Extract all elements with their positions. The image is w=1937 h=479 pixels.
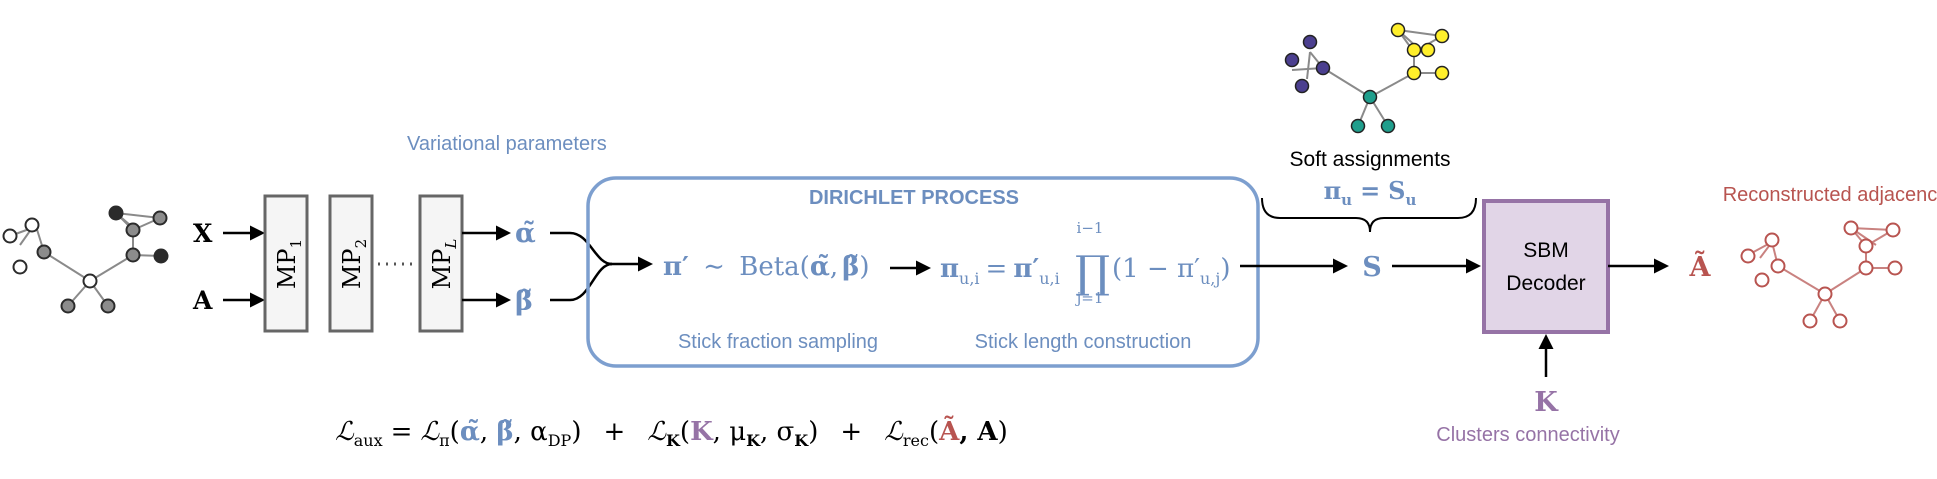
graph-node bbox=[12, 259, 28, 275]
graph-node bbox=[152, 210, 168, 226]
graph-node bbox=[2, 228, 18, 244]
svg-text:MPL: MPL bbox=[428, 239, 460, 290]
mp-layer-1-label: MP bbox=[273, 248, 301, 289]
mp-layer-l-sub: L bbox=[442, 239, 460, 250]
graph-node bbox=[153, 248, 169, 264]
graph-node bbox=[24, 217, 40, 233]
reconstructed-node bbox=[1817, 286, 1833, 302]
reconstructed-graph bbox=[1740, 220, 1903, 329]
sbm-decoder-box bbox=[1482, 199, 1610, 334]
graph-node bbox=[82, 273, 98, 289]
reconstructed-node bbox=[1754, 272, 1770, 288]
stick-fraction-caption: Stick fraction sampling bbox=[678, 331, 878, 353]
cluster-node-teal bbox=[1362, 89, 1378, 105]
cluster-node-yellow bbox=[1390, 22, 1406, 38]
merge-curve-beta bbox=[550, 262, 613, 302]
input-a-label: A bbox=[192, 286, 213, 315]
svg-text:j=1: j=1 bbox=[1075, 289, 1104, 307]
cluster-node-yellow bbox=[1406, 42, 1422, 58]
reconstructed-node bbox=[1802, 313, 1818, 329]
stick-length-caption: Stick length construction bbox=[975, 331, 1192, 353]
svg-text:πu,i=π′u,i: πu,i=π′u,i bbox=[940, 254, 1060, 288]
graph-node bbox=[125, 222, 141, 238]
cluster-node-yellow bbox=[1406, 65, 1422, 81]
clusters-connectivity-label: Clusters connectivity bbox=[1436, 424, 1619, 446]
graph-node bbox=[125, 247, 141, 263]
graph-node bbox=[36, 244, 52, 260]
sbm-decoder-line1: SBM bbox=[1523, 239, 1569, 262]
k-symbol: K bbox=[1534, 387, 1559, 418]
reconstructed-node bbox=[1885, 222, 1901, 238]
mp-layer-1-sub: 1 bbox=[287, 239, 305, 249]
reconstructed-node bbox=[1858, 238, 1874, 254]
stick-fraction-formula: π′ ∼ Beta(α̃,β̃) bbox=[663, 252, 870, 282]
mp-layer-2-label: MP bbox=[338, 248, 366, 289]
cluster-node-purple bbox=[1302, 34, 1318, 50]
svg-text:(1 − π′u,j): (1 − π′u,j) bbox=[1112, 254, 1231, 288]
cluster-node-teal bbox=[1350, 118, 1366, 134]
svg-text:∏: ∏ bbox=[1075, 247, 1110, 298]
stick-length-formula: πu,i=π′u,i ∏ i−1 j=1 (1 − π′u,j) bbox=[940, 219, 1231, 307]
cluster-node-yellow bbox=[1420, 42, 1436, 58]
graph-node bbox=[60, 298, 76, 314]
reconstructed-node bbox=[1887, 260, 1903, 276]
s-symbol: S bbox=[1362, 252, 1382, 283]
svg-text:MP2: MP2 bbox=[338, 239, 370, 289]
mp-layer-2: MP2 bbox=[328, 194, 374, 333]
mp-layer-2-sub: 2 bbox=[352, 239, 370, 249]
reconstructed-node bbox=[1770, 258, 1786, 274]
cluster-node-yellow bbox=[1434, 28, 1450, 44]
mp-layer-1: MP1 bbox=[263, 194, 309, 333]
reconstructed-adjacency-label: Reconstructed adjacency bbox=[1723, 184, 1937, 206]
alpha-tilde: α̃ bbox=[515, 218, 536, 249]
mp-layer-l-label: MP bbox=[428, 249, 456, 290]
reconstructed-node bbox=[1740, 248, 1756, 264]
reconstructed-node bbox=[1764, 232, 1780, 248]
a-tilde-output: Ã bbox=[1689, 250, 1712, 283]
soft-assignments-brace bbox=[1261, 197, 1477, 233]
dirichlet-title: DIRICHLET PROCESS bbox=[809, 187, 1019, 209]
input-x-label: X bbox=[193, 219, 213, 248]
soft-assignments-formula: πu=Su bbox=[1324, 176, 1417, 209]
clustered-graph bbox=[1284, 22, 1450, 134]
cluster-node-teal bbox=[1380, 118, 1396, 134]
input-graph bbox=[2, 205, 169, 314]
variational-title: Variational parameters bbox=[407, 133, 607, 155]
merge-curve-alpha bbox=[550, 231, 613, 266]
cluster-node-purple bbox=[1294, 78, 1310, 94]
reconstructed-node bbox=[1843, 220, 1859, 236]
svg-text:MP1: MP1 bbox=[273, 239, 305, 289]
beta-tilde: β̃ bbox=[515, 286, 533, 317]
reconstructed-node bbox=[1832, 313, 1848, 329]
cluster-node-purple bbox=[1284, 52, 1300, 68]
cluster-node-purple bbox=[1315, 60, 1331, 76]
cluster-node-yellow bbox=[1434, 65, 1450, 81]
graph-node bbox=[108, 205, 124, 221]
dirichlet-process-box bbox=[586, 176, 1260, 368]
graph-node bbox=[100, 298, 116, 314]
svg-text:i−1: i−1 bbox=[1077, 219, 1104, 237]
loss-formula: ℒaux=ℒπ(α̃, β̃, αDP)+ℒK(K, μK, σK)+ℒrec(… bbox=[335, 415, 1008, 450]
sbm-decoder-line2: Decoder bbox=[1506, 272, 1585, 295]
reconstructed-node bbox=[1858, 260, 1874, 276]
soft-assignments-title: Soft assignments bbox=[1289, 148, 1450, 171]
mp-layer-l: MPL bbox=[418, 194, 464, 333]
